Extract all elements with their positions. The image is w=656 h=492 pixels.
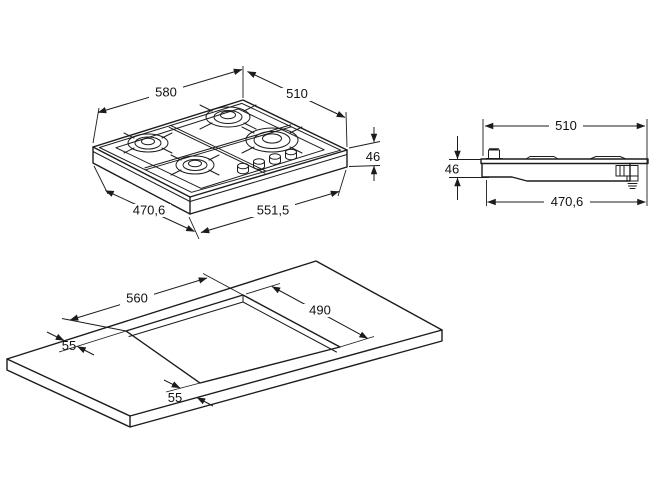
- dim-side-body-width-label: 470,6: [551, 194, 584, 209]
- dim-side-height-label: 46: [445, 162, 459, 177]
- dim-iso-top-depth-label: 510: [286, 86, 308, 101]
- gas-connection: [615, 165, 639, 189]
- control-knobs: [237, 148, 297, 175]
- isometric-view: 580 510 46 470,6 551,5: [92, 66, 380, 240]
- dim-iso-top-width-label: 580: [155, 85, 177, 100]
- burner-right-wok: [245, 127, 299, 153]
- cutout-wall: [128, 294, 337, 353]
- knob: [237, 162, 249, 175]
- knob: [253, 158, 265, 170]
- cutout-view: 560 490 55 55: [6, 260, 443, 428]
- side-view: 510 46 470,6: [445, 118, 649, 209]
- dim-iso-height-label: 46: [366, 149, 380, 164]
- burner-front: [175, 155, 215, 175]
- dim-side-clearance-label: 55: [62, 338, 76, 353]
- cutout-dimensions: 560 490 55 55: [46, 273, 375, 407]
- hob-top-plate: [480, 158, 649, 165]
- iso-dimensions: 580 510 46 470,6 551,5: [92, 66, 380, 240]
- dim-iso-body-depth-label: 470,6: [133, 203, 166, 218]
- dim-side-top-width-label: 510: [555, 118, 577, 133]
- knob-profile: [485, 148, 503, 159]
- dim-cutout-depth-label: 490: [309, 303, 331, 318]
- dim-cutout-width-label: 560: [126, 291, 148, 306]
- dim-front-clearance-label: 55: [168, 390, 182, 405]
- knob: [269, 153, 281, 165]
- worktop-edge: [6, 329, 443, 428]
- burner-profile: [525, 156, 559, 160]
- burner-profile: [589, 156, 627, 160]
- knob: [285, 148, 297, 161]
- hob-body-profile: [481, 162, 631, 182]
- dim-iso-body-width-label: 551,5: [257, 203, 290, 218]
- burner-left: [127, 133, 169, 153]
- side-dimensions: 510 46 470,6: [445, 118, 648, 209]
